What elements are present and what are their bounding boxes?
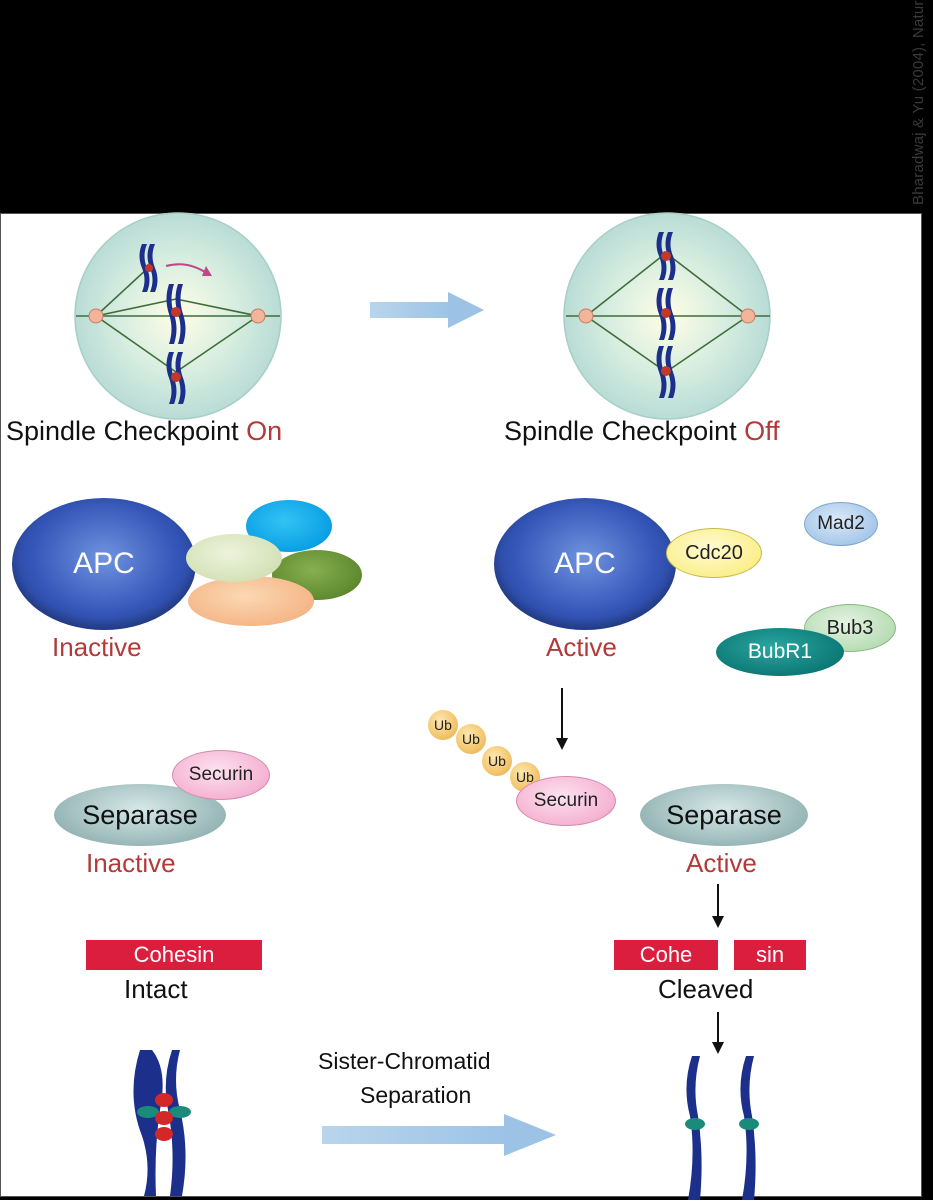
securin-bound: Securin <box>172 750 270 800</box>
chromosome-separated-icon <box>685 1056 759 1200</box>
transition-arrow-top <box>370 292 484 328</box>
separation-arrow <box>322 1114 556 1156</box>
chromosome-icon <box>656 232 676 280</box>
separase-active-state: Active <box>686 848 757 878</box>
arrow-cohesin-to-separation <box>712 1012 724 1054</box>
cohesin-intact-state: Intact <box>124 974 188 1004</box>
checkpoint-protein-orange <box>188 576 314 626</box>
ubiquitin-3: Ub <box>482 746 512 776</box>
chromosome-icon <box>656 288 676 340</box>
chromosome-icon <box>166 352 186 404</box>
chromosome-icon <box>166 284 186 344</box>
arrow-separase-to-cohesin <box>712 884 724 928</box>
securin-ubiquitinated: Securin <box>516 776 616 826</box>
apc-inactive-state: Inactive <box>52 632 142 662</box>
caption-checkpoint-off: Spindle Checkpoint Off <box>504 416 780 446</box>
cohesin-cleaved-left: Cohe <box>614 940 718 970</box>
checkpoint-on-state: On <box>246 416 283 446</box>
separase-active: Separase <box>640 784 808 846</box>
cohesin-cleaved-right: sin <box>734 940 806 970</box>
apc-active-state: Active <box>546 632 617 662</box>
ubiquitin-1: Ub <box>428 710 458 740</box>
chromosome-icon <box>656 346 676 398</box>
checkpoint-off-state: Off <box>744 416 780 446</box>
cohesin-intact-bar: Cohesin <box>86 940 262 970</box>
separase-inactive-state: Inactive <box>86 848 176 878</box>
apc-inactive: APC <box>12 498 196 630</box>
separation-label-line2: Separation <box>360 1082 472 1108</box>
bubr1-protein: BubR1 <box>716 628 844 676</box>
arrow-apc-to-securin <box>556 688 568 750</box>
cell-checkpoint-on <box>74 212 282 420</box>
caption-checkpoint-on: Spindle Checkpoint On <box>6 416 283 446</box>
chromosome-icon <box>139 244 158 292</box>
chromosome-intact-icon <box>133 1050 191 1196</box>
mad2-protein: Mad2 <box>804 502 878 546</box>
apc-active: APC <box>494 498 676 630</box>
checkpoint-protein-pale <box>186 534 282 582</box>
cohesin-cleaved-state: Cleaved <box>658 974 754 1004</box>
separation-label-line1: Sister-Chromatid <box>318 1048 491 1074</box>
cdc20-protein: Cdc20 <box>666 528 762 578</box>
ubiquitin-2: Ub <box>456 724 486 754</box>
cell-checkpoint-off <box>563 212 771 420</box>
